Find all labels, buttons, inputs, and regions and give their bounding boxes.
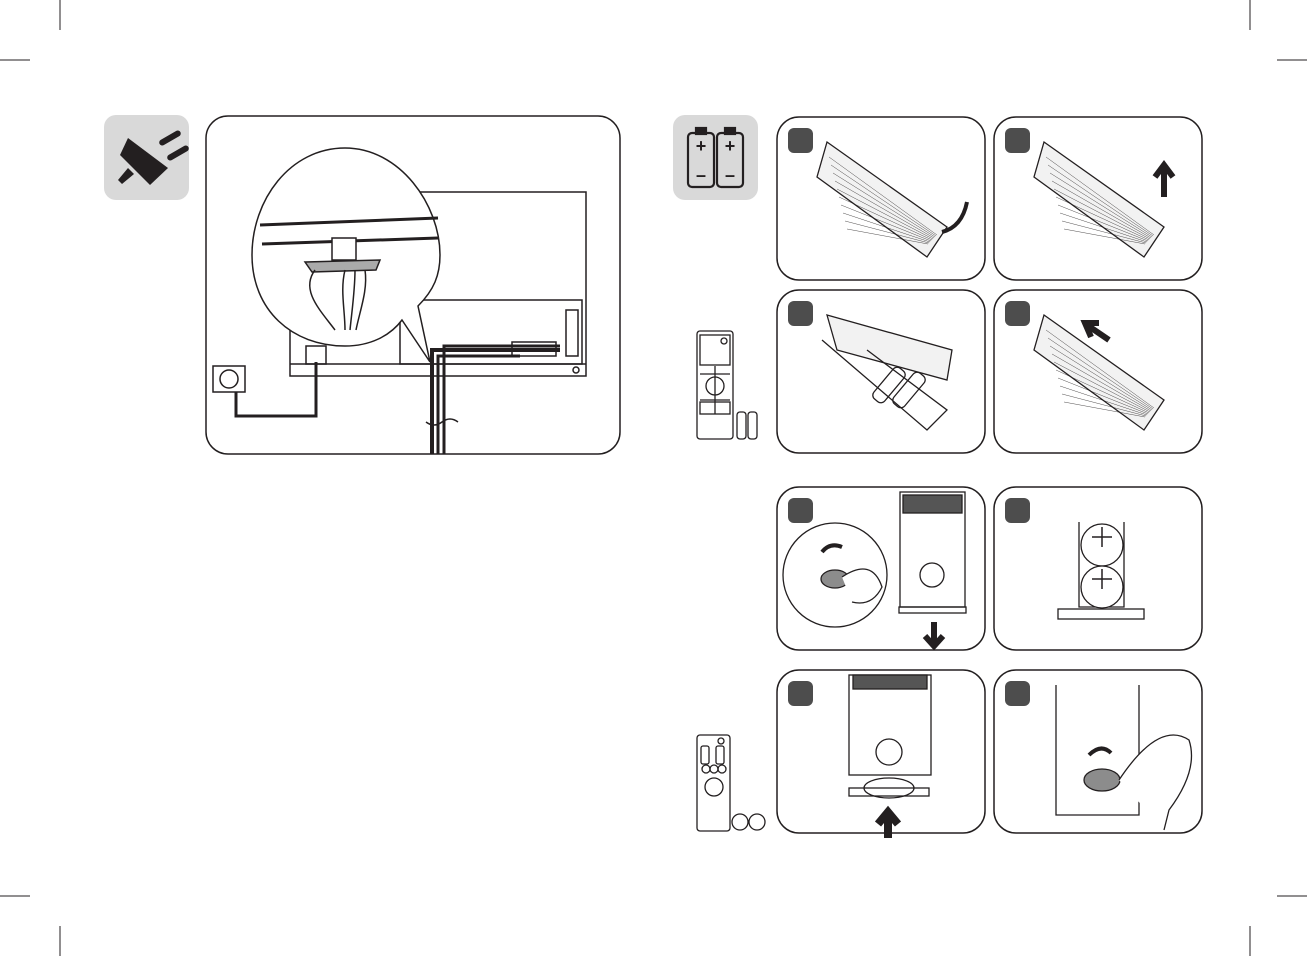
battery-plus-symbol: +: [696, 136, 707, 156]
step-panel-remote-a-step-1: [777, 117, 985, 280]
step-panel-remote-a-step-2: [994, 117, 1202, 280]
step-panel-remote-b-step-4: [994, 670, 1202, 833]
step-panel-remote-a-step-4: [994, 290, 1202, 453]
cable-management-panel: [206, 116, 620, 454]
step-badge: [788, 301, 813, 326]
step-badge: [1005, 301, 1030, 326]
batteries-icon: + + – –: [673, 115, 758, 200]
step-panel-remote-b-step-2: [994, 487, 1202, 650]
remote-b-illustration: [697, 735, 765, 831]
step-badge: [788, 681, 813, 706]
step-panel-remote-b-step-1: [777, 487, 985, 650]
step-badge: [1005, 128, 1030, 153]
step-panels: [777, 117, 1202, 838]
battery-plus-symbol: +: [725, 136, 736, 156]
power-plug-icon: [104, 115, 190, 200]
step-panel-remote-b-step-3: [777, 670, 985, 838]
step-badge: [788, 128, 813, 153]
remote-a-illustration: [697, 331, 757, 439]
step-badge: [1005, 498, 1030, 523]
battery-minus-symbol: –: [696, 165, 706, 185]
step-panel-remote-a-step-3: [777, 290, 985, 453]
step-badge: [788, 498, 813, 523]
battery-minus-symbol: –: [725, 165, 735, 185]
step-badge: [1005, 681, 1030, 706]
